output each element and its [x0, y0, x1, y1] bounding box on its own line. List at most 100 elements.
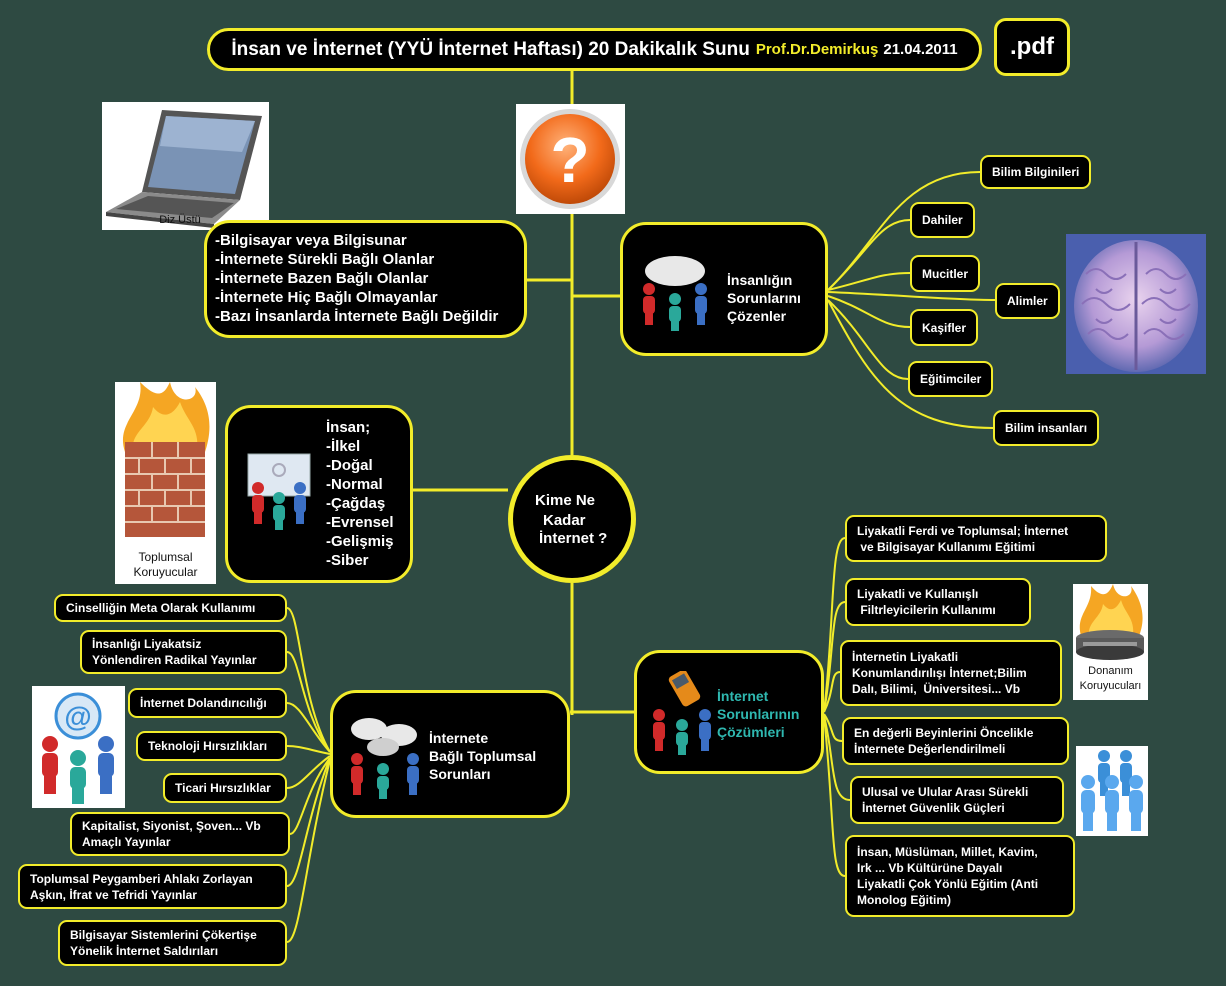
cozum-label-1: İnternet [717, 688, 769, 704]
cozum-item[interactable]: Liyakatli ve Kullanışlı Filtrleyicilerin… [845, 578, 1031, 626]
cozen-item-mucitler[interactable]: Mucitler [910, 255, 981, 292]
sorun-item-label: Toplumsal Peygamberi Ahlakı Zorlayan [30, 871, 253, 886]
insan-list-item: -Gelişmiş [326, 533, 394, 550]
insan-list-heading: İnsan; [326, 419, 371, 436]
cozen-item-dahiler[interactable]: Dahiler [910, 202, 975, 238]
cozen-item-bilim-bilginileri[interactable]: Bilim Bilginileri [980, 155, 1092, 189]
cozen-item-kasifler[interactable]: Kaşifler [910, 309, 979, 346]
email-people-icon [247, 453, 311, 530]
sorun-item-label: Ticari Hırsızlıklar [175, 781, 271, 795]
blue-people-icon [1081, 750, 1143, 831]
cozen-item-bilim-insanlari[interactable]: Bilim insanları [993, 410, 1100, 446]
firewall-image: Toplumsal Koruyucular [115, 382, 216, 584]
phone-people-icon [653, 671, 711, 755]
insan-types-box: İnsan; -İlkel -Doğal -Normal -Çağdaş -Ev… [225, 405, 413, 583]
cozum-item-label: Irk ... Vb Kültürüne Dayalı [857, 861, 1003, 875]
question-image: ? [516, 104, 625, 214]
center-line3: İnternet ? [539, 530, 608, 547]
center-line2: Kadar [543, 512, 586, 529]
cozen-item-alimler[interactable]: Alimler [995, 283, 1060, 319]
connection-item: -Bazı İnsanlarda İnternete Bağlı Değildi… [215, 308, 499, 325]
insan-list-item: -İlkel [326, 438, 361, 455]
pdf-link-button[interactable]: .pdf [994, 18, 1070, 76]
title-author: Prof.Dr.Demirkuş [755, 41, 879, 58]
cozum-item-label: Filtrleyicilerin Kullanımı [857, 603, 996, 617]
svg-text:@: @ [64, 701, 91, 732]
cozen-item-label: Mucitler [922, 266, 969, 281]
cozum-item[interactable]: Liyakatli Ferdi ve Toplumsal; İnternet v… [845, 515, 1107, 562]
cozen-item-label: Eğitimciler [920, 372, 982, 386]
insan-list-item: -Siber [326, 552, 369, 569]
sorun-item-label: Yönlendiren Radikal Yayınlar [92, 653, 257, 667]
cozum-item-label: En değerli Beyinlerini Öncelikle [854, 726, 1034, 740]
cozum-item-label: Dalı, Bilimi, Üniversitesi... Vb [852, 682, 1021, 696]
firewall-icon [122, 382, 210, 537]
cozum-item-label: Monolog Eğitim) [857, 893, 951, 907]
donanim-caption-line2: Koruyucuları [1079, 680, 1142, 692]
insan-list-item: -Normal [326, 476, 383, 493]
sorun-item[interactable]: İnternet Dolandırıcılığı [128, 688, 287, 718]
node-cozumler[interactable]: İnternet Sorunlarının Çözümleri [634, 650, 824, 774]
insan-list-item: -Çağdaş [326, 495, 386, 512]
cozum-item-label: Konumlandırılışı İnternet;Bilim [852, 666, 1027, 680]
sorun-item-label: İnternet Dolandırıcılığı [140, 696, 267, 710]
cozen-item-label: Dahiler [922, 213, 963, 227]
sorun-item[interactable]: Cinselliğin Meta Olarak Kullanımı [54, 594, 287, 622]
cozen-label-3: Çözenler [727, 308, 787, 324]
node-sorunlar[interactable]: İnternete Bağlı Toplumsal Sorunları [330, 690, 570, 818]
sorun-label-2: Bağlı Toplumsal [429, 748, 537, 764]
sorun-item-label: İnsanlığı Liyakatsiz [92, 637, 202, 651]
firewall-caption-line1: Toplumsal [138, 550, 193, 564]
cozum-item-label: ve Bilgisayar Kullanımı Eğitimi [857, 539, 1036, 554]
connection-item: -İnternete Hiç Bağlı Olmayanlar [215, 289, 438, 306]
donanim-caption: Donanım Koruyucuları [1073, 664, 1148, 694]
cozen-item-egitimciler[interactable]: Eğitimciler [908, 361, 994, 397]
question-icon: ? [520, 109, 620, 209]
cozum-item[interactable]: İnsan, Müslüman, Millet, Kavim,Irk ... V… [845, 835, 1075, 917]
sorun-label-3: Sorunları [429, 766, 491, 782]
connection-item: -Bilgisayar veya Bilgisunar [215, 232, 407, 249]
sorun-item-label: Teknoloji Hırsızlıkları [148, 739, 268, 753]
sorun-item[interactable]: Teknoloji Hırsızlıkları [136, 731, 287, 761]
cozum-item-label: Liyakatli Çok Yönlü Eğitim (Anti [857, 877, 1039, 891]
laptop-caption: Diz Üstü [159, 214, 201, 226]
title-text: İnsan ve İnternet (YYÜ İnternet Haftası)… [231, 38, 750, 60]
sorun-item[interactable]: Ticari Hırsızlıklar [163, 773, 287, 803]
cozum-item-label: Ulusal ve Ulular Arası Sürekli [862, 785, 1029, 799]
title-date: 21.04.2011 [883, 41, 958, 58]
cozen-item-label: Bilim insanları [1005, 421, 1088, 435]
cozen-label-2: Sorunlarını [727, 290, 801, 306]
connection-list-box: -Bilgisayar veya Bilgisunar -İnternete S… [204, 220, 527, 338]
cozum-item-label: Liyakatli ve Kullanışlı [857, 587, 979, 601]
cozen-item-label: Bilim Bilginileri [992, 165, 1080, 179]
cozum-item-label: Liyakatli Ferdi ve Toplumsal; İnternet [857, 523, 1069, 538]
sorun-item-label: Amaçlı Yayınlar [82, 835, 171, 849]
center-node[interactable]: Kime Ne Kadar İnternet ? [508, 455, 636, 583]
cozen-item-label: Alimler [1007, 294, 1048, 308]
pdf-label: .pdf [1010, 33, 1054, 60]
people-group-icon: @ [42, 692, 114, 804]
sorun-item-label: Cinselliğin Meta Olarak Kullanımı [66, 601, 256, 615]
firewall-caption-line2: Koruyucular [133, 565, 198, 579]
connection-item: -İnternete Bazen Bağlı Olanlar [215, 270, 429, 287]
insan-list-item: -Evrensel [326, 514, 394, 531]
cozum-item-label: İnternete Değerlendirilmeli [854, 742, 1006, 756]
donanim-firewall-icon [1076, 584, 1144, 660]
sorun-item-label: Yönelik İnternet Saldırıları [70, 944, 219, 958]
donanim-firewall-image: Donanım Koruyucuları [1073, 584, 1148, 700]
node-cozenler[interactable]: İnsanlığın Sorunlarını Çözenler [620, 222, 828, 356]
center-line1: Kime Ne [535, 492, 596, 509]
insan-list-item: -Doğal [326, 457, 373, 474]
cozen-label-1: İnsanlığın [727, 272, 793, 288]
laptop-image: Diz Üstü [102, 102, 269, 230]
laptop-icon [106, 110, 262, 228]
cozum-item-label: İnternetin Liyakatli [852, 650, 959, 664]
